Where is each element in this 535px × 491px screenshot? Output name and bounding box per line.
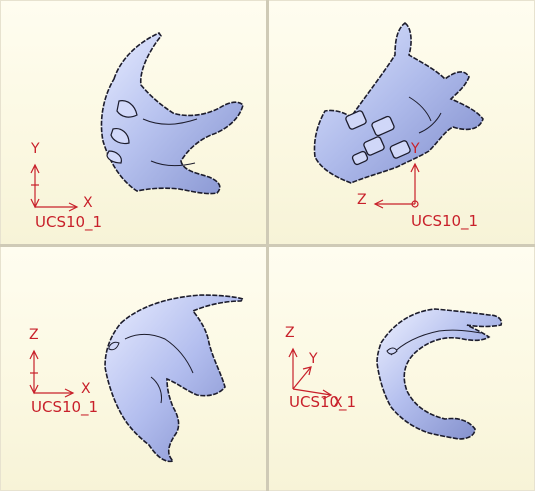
- svg-text:Y: Y: [30, 141, 40, 157]
- viewport-top-left[interactable]: Y X UCS10_1: [1, 1, 266, 244]
- svg-text:Y: Y: [410, 141, 420, 157]
- svg-text:UCS10_1: UCS10_1: [31, 398, 98, 417]
- svg-text:X: X: [83, 195, 93, 211]
- ucs-triad-icon: Z Y X UCS10_1: [285, 325, 356, 412]
- viewport-bottom-left[interactable]: Z X UCS10_1: [1, 247, 266, 490]
- ucs-triad-icon: Y Z UCS10_1: [357, 141, 478, 231]
- ucs-triad-icon: Y X UCS10_1: [30, 141, 102, 232]
- fairing-part-icon[interactable]: [104, 294, 245, 463]
- viewport-divider-horizontal[interactable]: [0, 244, 535, 247]
- svg-text:X: X: [333, 395, 343, 411]
- viewport-top-right[interactable]: Y Z UCS10_1: [269, 1, 534, 244]
- fairing-part-icon[interactable]: [313, 22, 484, 184]
- fairing-part-icon[interactable]: [376, 308, 503, 440]
- ucs-triad-icon: Z X UCS10_1: [29, 327, 98, 417]
- viewport-bottom-right[interactable]: Z Y X UCS10_1: [269, 247, 534, 490]
- svg-text:Z: Z: [285, 325, 295, 341]
- svg-text:X: X: [81, 381, 91, 397]
- svg-text:Z: Z: [29, 327, 39, 343]
- svg-text:UCS10_1: UCS10_1: [411, 212, 478, 231]
- fairing-part-icon[interactable]: [100, 31, 244, 195]
- svg-text:UCS10_1: UCS10_1: [35, 213, 102, 232]
- svg-text:Z: Z: [357, 192, 367, 208]
- svg-text:UCS10_1: UCS10_1: [289, 393, 356, 412]
- svg-text:Y: Y: [308, 351, 318, 367]
